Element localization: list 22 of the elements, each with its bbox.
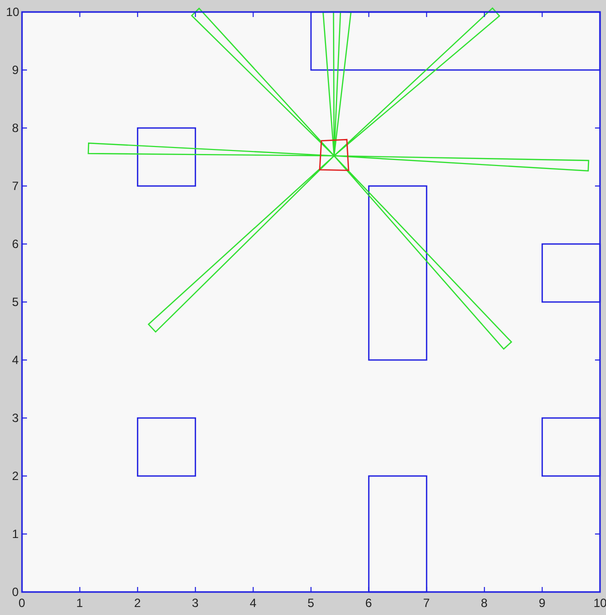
tick-label: 3	[12, 412, 19, 424]
tick-label: 4	[12, 354, 19, 366]
tick-label: 5	[308, 597, 314, 609]
tick-label: 3	[192, 597, 199, 609]
tick-label: 6	[12, 238, 19, 250]
tick-label: 0	[18, 597, 26, 609]
tick-label: 1	[12, 528, 19, 540]
tick-label: 1	[76, 597, 83, 609]
tick-label: 10	[6, 6, 20, 18]
tick-label: 2	[134, 597, 141, 609]
tick-label: 9	[538, 597, 546, 609]
tick-label: 5	[12, 296, 19, 308]
tick-label: 10	[594, 597, 606, 609]
tick-label: 8	[12, 122, 19, 134]
tick-label: 7	[12, 180, 19, 192]
tick-label: 9	[12, 64, 19, 76]
tick-label: 0	[12, 586, 19, 598]
tick-label: 4	[250, 597, 256, 609]
tick-label: 2	[12, 470, 19, 482]
tick-label: 8	[480, 597, 488, 609]
tick-label: 7	[423, 597, 430, 609]
tick-label: 6	[365, 597, 372, 609]
